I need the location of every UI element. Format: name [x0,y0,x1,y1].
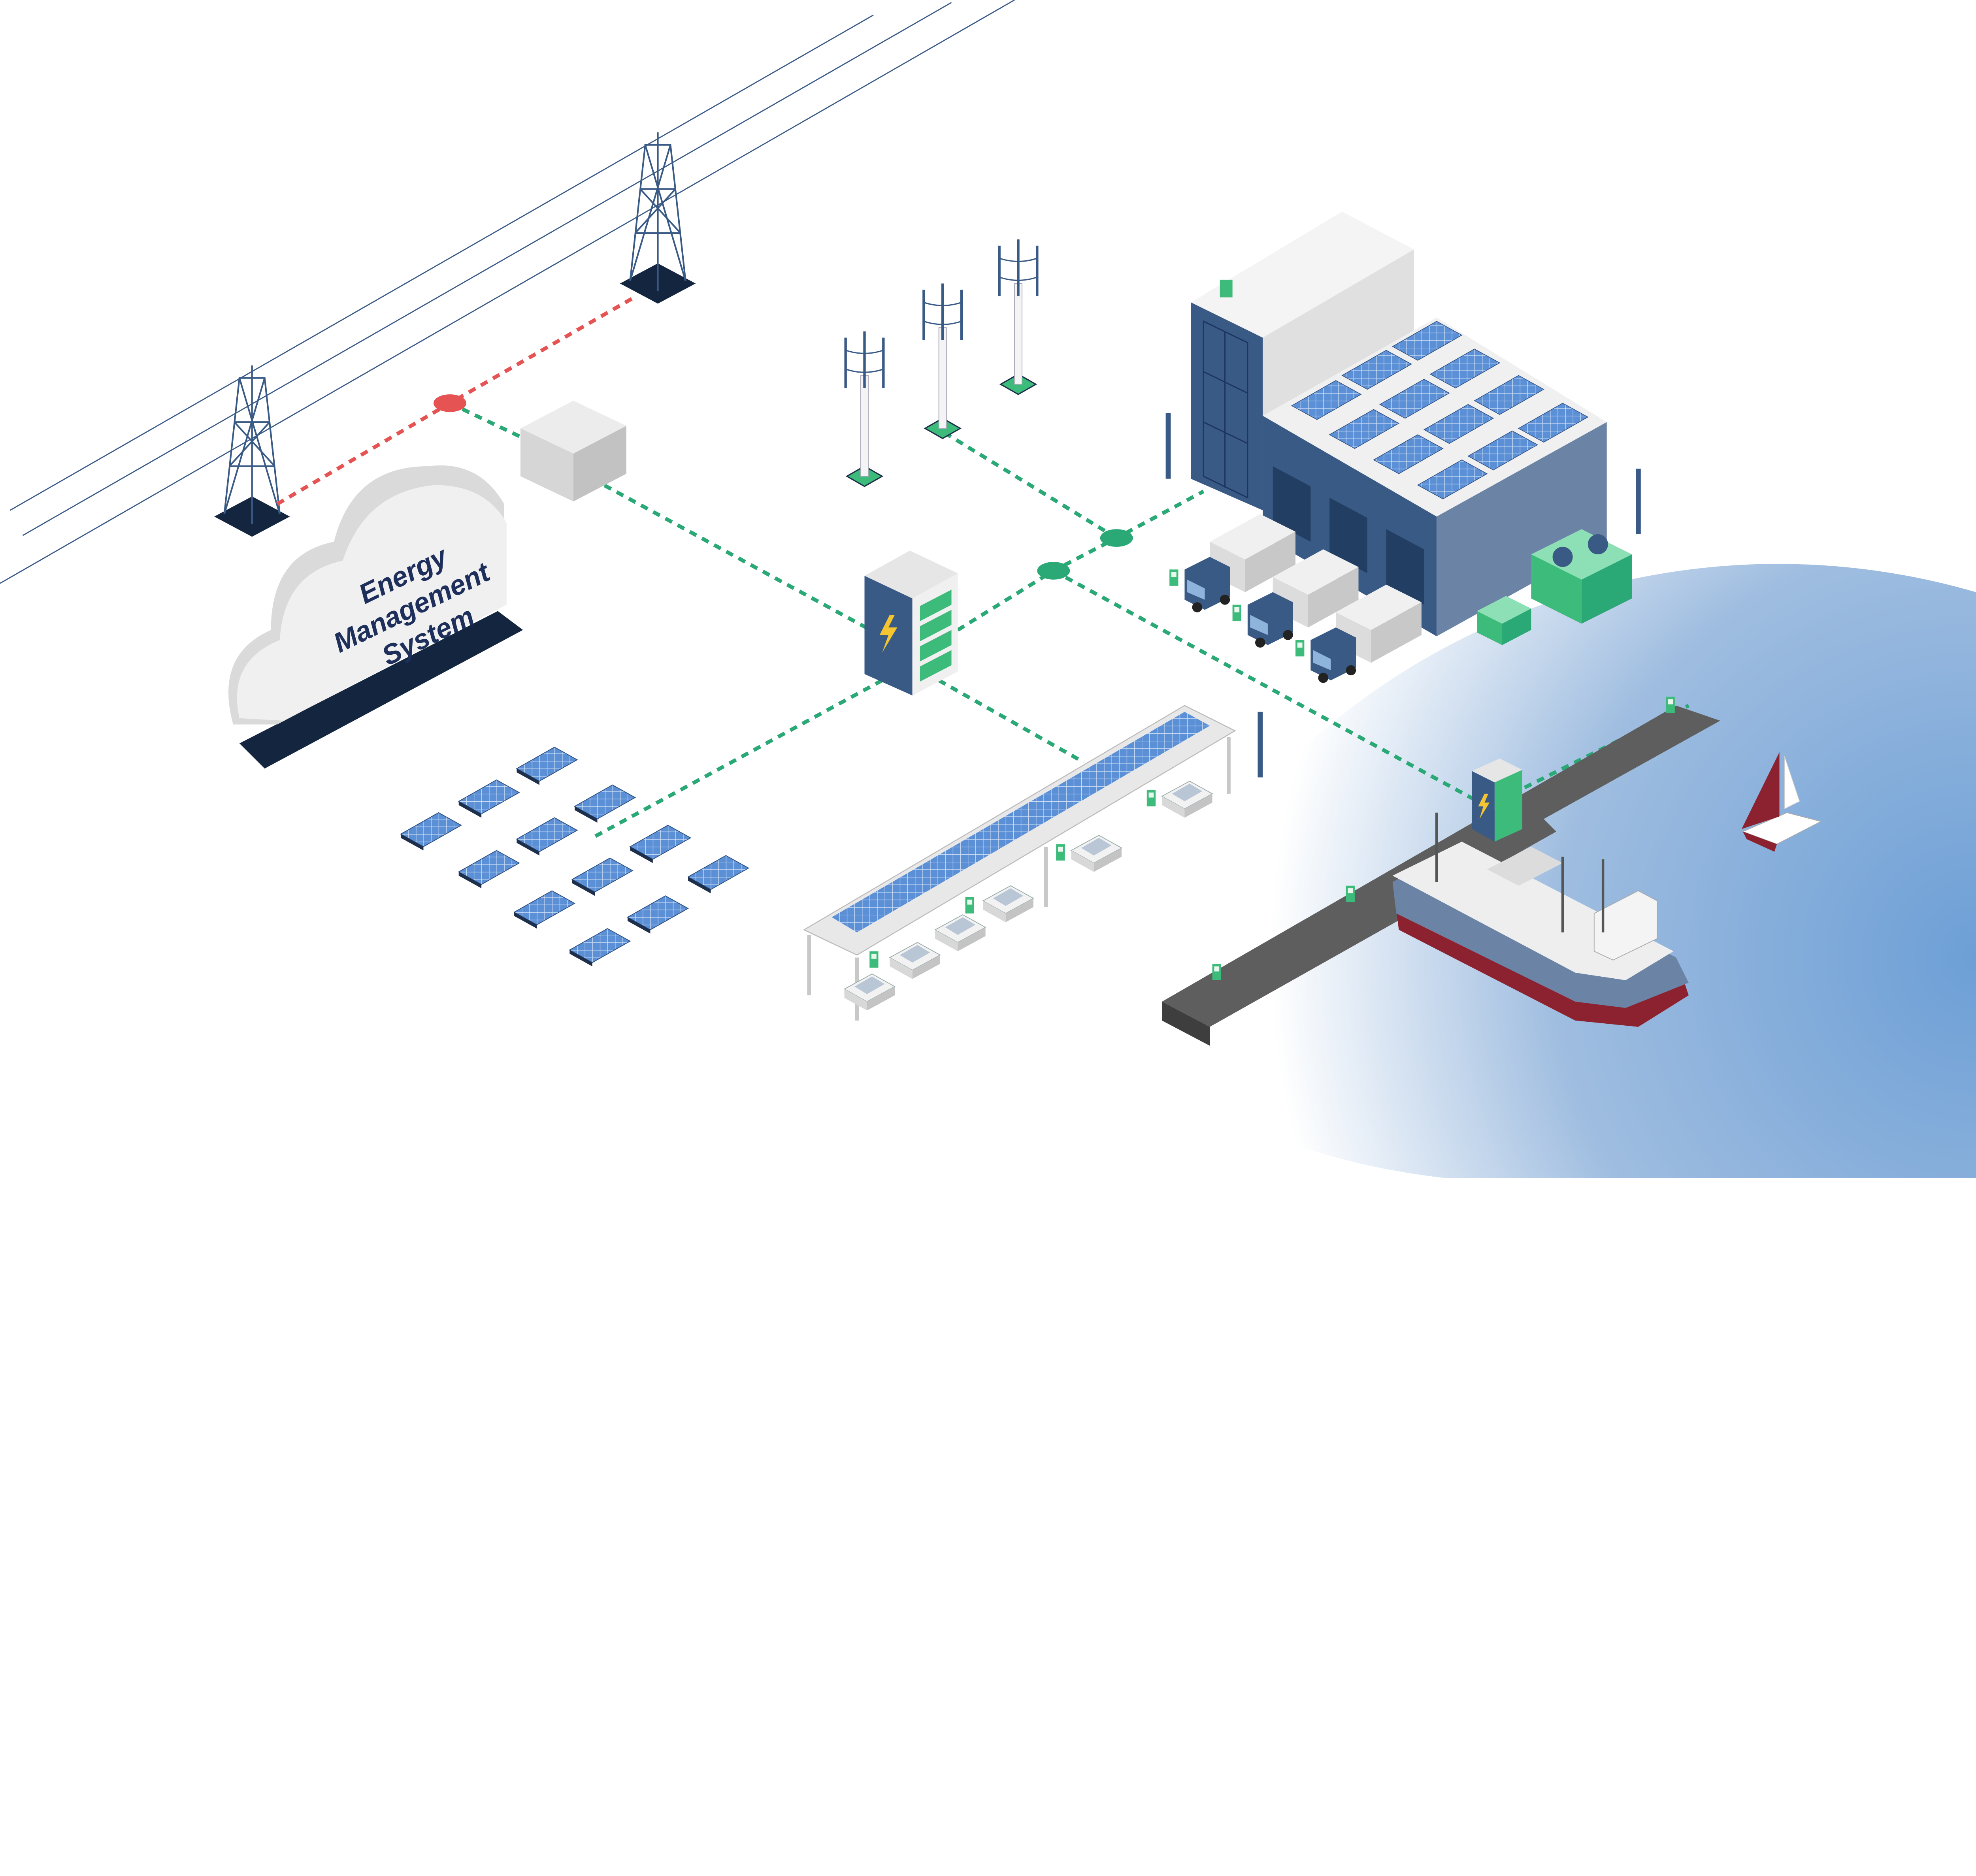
pier-battery-cabinet [1472,758,1523,842]
cloud-base [239,611,523,769]
lightning-icon [879,615,897,653]
wind-turbine [843,331,886,487]
link-node [1100,529,1133,547]
power-lines [0,0,1015,584]
fan-icon [1552,546,1573,567]
transmission-tower [620,132,696,304]
energy-system-diagram: Energy Management System [0,0,1976,1178]
cooling-units [1477,529,1632,645]
cargo-ship [1392,812,1689,1027]
rooftop-solar [1291,321,1589,499]
factory-building [1191,211,1607,637]
wind-turbine [997,239,1039,395]
energy-management-cloud: Energy Management System [228,465,523,769]
sailboat [1741,752,1822,852]
link-node [1037,562,1070,580]
transformer-box [520,401,626,502]
lightning-icon [1478,793,1490,819]
fan-icon [1588,534,1608,555]
lamp-post [1165,413,1641,778]
solar-carport [803,705,1236,1021]
grid-node [433,394,466,412]
rooftop-antenna [1220,279,1233,298]
transmission-tower [214,365,290,537]
battery-storage-cabinet [864,550,958,696]
wind-turbine [922,283,963,439]
